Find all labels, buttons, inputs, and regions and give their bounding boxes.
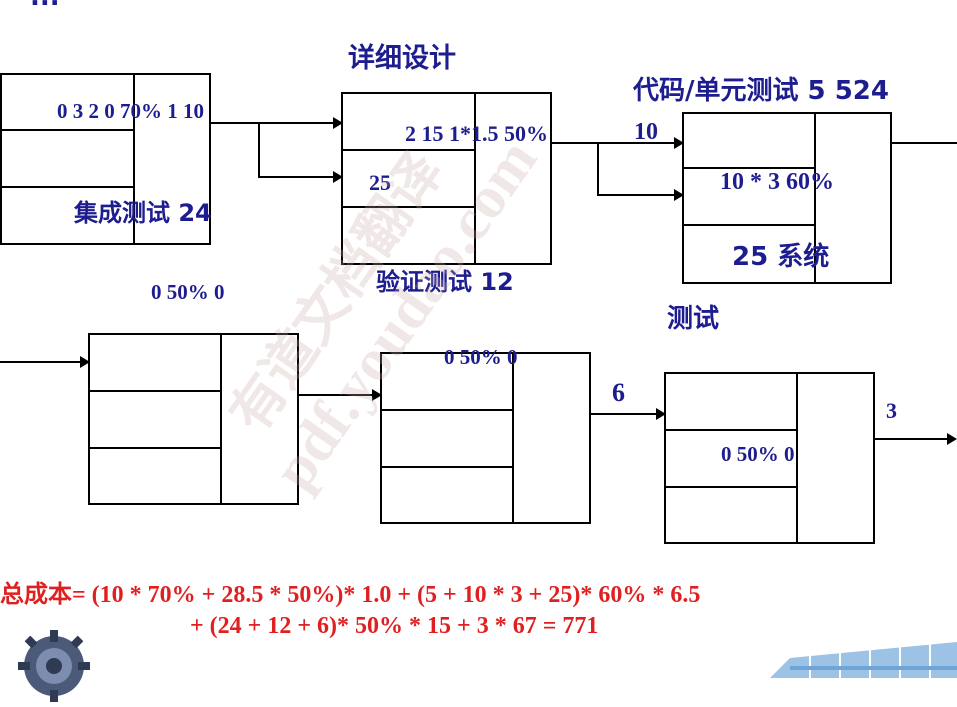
- node-box-6: [664, 372, 875, 544]
- box2-top-values: 2 15 1*1.5 50%: [405, 121, 548, 146]
- box4-above-values: 0 50% 0: [151, 280, 225, 304]
- system-label: 25 系统: [732, 242, 830, 272]
- code-unit-test-label: 代码/单元测试 5 524: [633, 76, 889, 106]
- edge-2-3-mid: [597, 189, 684, 201]
- edge-3-out: [892, 142, 957, 144]
- header-fragment: ...: [30, 0, 60, 12]
- box3-values: 10 * 3 60%: [720, 169, 834, 195]
- edge-1-2-top: [211, 117, 343, 129]
- box6-values: 0 50% 0: [721, 442, 795, 466]
- node-box-5: [380, 352, 591, 524]
- formula-line-2: + (24 + 12 + 6)* 50% * 15 + 3 * 67 = 771: [190, 613, 599, 639]
- label-six: 6: [612, 378, 625, 407]
- label-ten: 10: [634, 119, 658, 145]
- integration-test-label: 集成测试 24: [74, 199, 212, 227]
- building-icon: [770, 630, 957, 678]
- label-three: 3: [886, 398, 897, 423]
- node-box-4: [88, 333, 299, 505]
- edge-1-2-mid: [258, 171, 343, 183]
- box1-values: 0 3 2 0 70% 1 10: [57, 99, 204, 123]
- edge-2-3-top: [552, 137, 684, 149]
- box2-mid-value: 25: [369, 170, 391, 195]
- verify-test-label: 验证测试 12: [376, 268, 514, 296]
- node-box-1: [0, 73, 211, 245]
- edge-6-out: [875, 433, 957, 445]
- node-box-2: [341, 92, 552, 265]
- box5-top-values: 0 50% 0: [444, 345, 518, 369]
- test-label: 测试: [667, 304, 720, 334]
- gear-icon: [18, 630, 90, 702]
- detailed-design-label: 详细设计: [348, 43, 456, 74]
- formula-line-1: 总成本= (10 * 70% + 28.5 * 50%)* 1.0 + (5 +…: [0, 582, 701, 608]
- edge-5-6: [591, 408, 666, 420]
- edge-in-4: [0, 356, 90, 368]
- edge-4-5: [299, 389, 382, 401]
- node-box-3: [682, 112, 892, 284]
